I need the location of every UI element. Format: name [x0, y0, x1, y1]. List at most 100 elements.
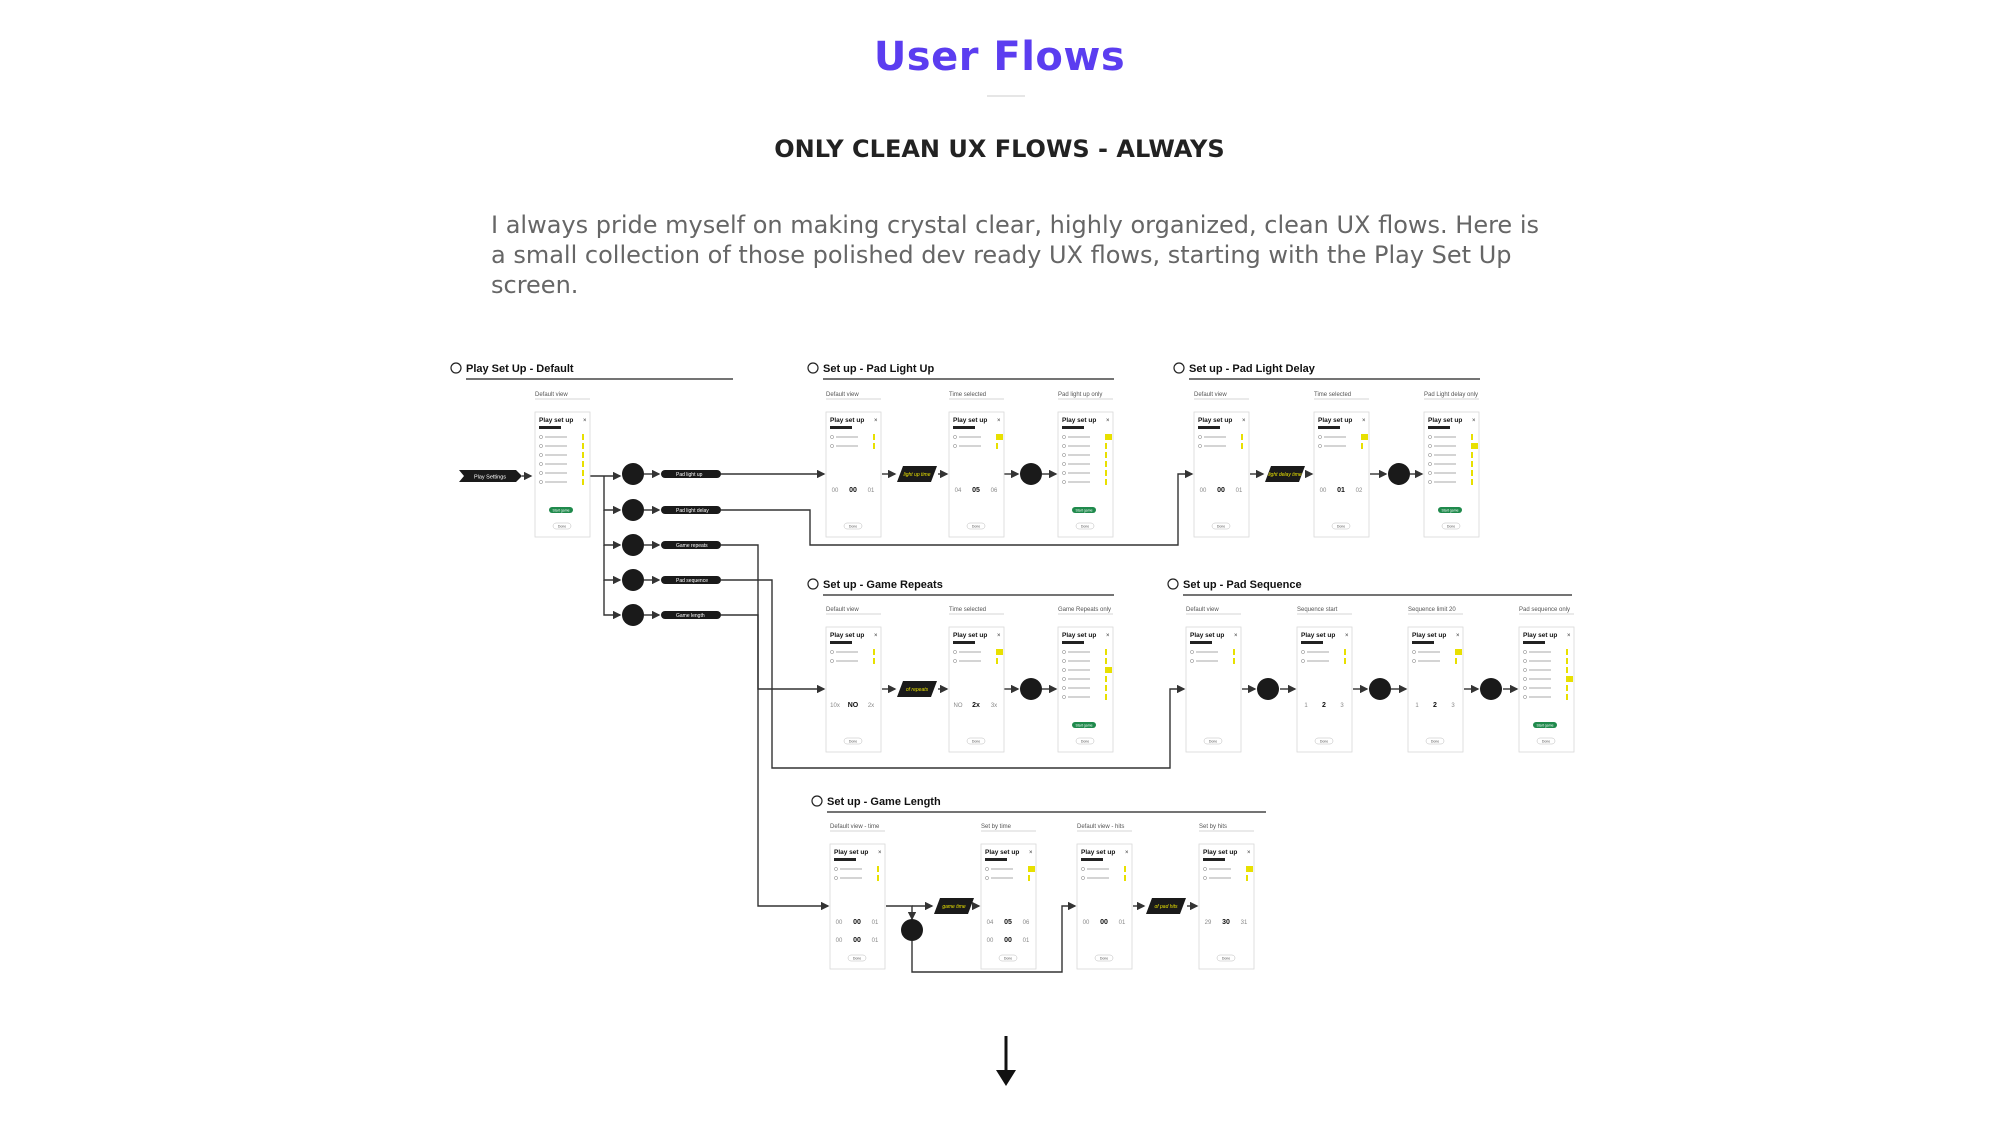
close-icon[interactable]: × — [1456, 633, 1460, 639]
option-pill[interactable] — [661, 576, 721, 584]
menu-option[interactable]: Pad sequence — [622, 569, 721, 591]
close-icon[interactable]: × — [1362, 418, 1366, 424]
done-button[interactable] — [1216, 954, 1236, 962]
tap-node[interactable] — [622, 604, 644, 626]
picker-value[interactable]: 00 — [1083, 920, 1090, 926]
done-button[interactable] — [1203, 737, 1223, 745]
close-icon[interactable]: × — [1234, 633, 1238, 639]
close-icon[interactable]: × — [1242, 418, 1246, 424]
picker-value[interactable]: NO — [848, 702, 859, 709]
start-game-button[interactable] — [1072, 507, 1096, 513]
done-button[interactable] — [552, 522, 572, 530]
close-icon[interactable]: × — [874, 633, 878, 639]
tap-node[interactable] — [622, 569, 644, 591]
option-pill[interactable] — [661, 470, 721, 478]
close-icon[interactable]: × — [583, 418, 587, 424]
close-icon[interactable]: × — [997, 418, 1001, 424]
picker-value[interactable]: 1 — [1415, 703, 1419, 709]
tap-node[interactable] — [622, 463, 644, 485]
picker-value[interactable]: 00 — [832, 488, 839, 494]
picker-value[interactable]: 00 — [1320, 488, 1327, 494]
picker-value[interactable]: 01 — [1236, 488, 1243, 494]
picker-value[interactable]: 01 — [1023, 938, 1030, 944]
picker-value[interactable]: 02 — [1356, 488, 1363, 494]
tap-node[interactable] — [1388, 463, 1410, 485]
menu-option[interactable]: Game length — [622, 604, 721, 626]
decision-node[interactable]: of repeats — [897, 681, 937, 697]
close-icon[interactable]: × — [1029, 850, 1033, 856]
picker-value[interactable]: 2x — [972, 702, 980, 709]
done-button[interactable] — [1536, 737, 1556, 745]
done-button[interactable] — [1094, 954, 1114, 962]
picker-value[interactable]: 04 — [955, 488, 962, 494]
tap-node[interactable] — [1369, 678, 1391, 700]
picker-value[interactable]: 3 — [1340, 703, 1344, 709]
tap-node[interactable] — [1257, 678, 1279, 700]
close-icon[interactable]: × — [1567, 633, 1571, 639]
picker-value[interactable]: 06 — [1023, 920, 1030, 926]
tap-node[interactable] — [622, 499, 644, 521]
menu-option[interactable]: Game repeats — [622, 534, 721, 556]
scroll-down-arrow-icon[interactable] — [996, 1036, 1016, 1086]
picker-value[interactable]: 2 — [1322, 702, 1326, 709]
picker-value[interactable]: 00 — [1100, 919, 1108, 926]
picker-value[interactable]: 01 — [868, 488, 875, 494]
picker-value[interactable]: 01 — [1337, 487, 1345, 494]
picker-value[interactable]: 01 — [872, 920, 879, 926]
tap-node[interactable] — [901, 919, 923, 941]
done-button[interactable] — [1075, 522, 1095, 530]
close-icon[interactable]: × — [1106, 633, 1110, 639]
option-pill[interactable] — [661, 611, 721, 619]
picker-value[interactable]: 3 — [1451, 703, 1455, 709]
picker-value[interactable]: 10x — [830, 703, 840, 709]
picker-value[interactable]: 00 — [1004, 937, 1012, 944]
picker-value[interactable]: 00 — [836, 920, 843, 926]
done-button[interactable] — [1314, 737, 1334, 745]
tap-node[interactable] — [1020, 463, 1042, 485]
start-game-button[interactable] — [1072, 722, 1096, 728]
done-button[interactable] — [843, 522, 863, 530]
decision-node[interactable]: light up time — [897, 466, 937, 482]
close-icon[interactable]: × — [1345, 633, 1349, 639]
done-button[interactable] — [966, 522, 986, 530]
option-pill[interactable] — [661, 506, 721, 514]
option-pill[interactable] — [661, 541, 721, 549]
picker-value[interactable]: 04 — [987, 920, 994, 926]
start-game-button[interactable] — [549, 507, 573, 513]
done-button[interactable] — [1441, 522, 1461, 530]
picker-value[interactable]: 2 — [1433, 702, 1437, 709]
start-game-button[interactable] — [1438, 507, 1462, 513]
picker-value[interactable]: 00 — [849, 487, 857, 494]
close-icon[interactable]: × — [1106, 418, 1110, 424]
close-icon[interactable]: × — [1247, 850, 1251, 856]
start-game-button[interactable] — [1533, 722, 1557, 728]
decision-node[interactable]: game time — [934, 898, 974, 914]
picker-value[interactable]: NO — [954, 703, 963, 709]
menu-option[interactable]: Pad light delay — [622, 499, 721, 521]
picker-value[interactable]: 00 — [1217, 487, 1225, 494]
done-button[interactable] — [966, 737, 986, 745]
picker-value[interactable]: 00 — [987, 938, 994, 944]
done-button[interactable] — [1425, 737, 1445, 745]
picker-value[interactable]: 29 — [1205, 920, 1212, 926]
tap-node[interactable] — [622, 534, 644, 556]
picker-value[interactable]: 00 — [836, 938, 843, 944]
close-icon[interactable]: × — [1472, 418, 1476, 424]
picker-value[interactable]: 01 — [872, 938, 879, 944]
picker-value[interactable]: 30 — [1222, 919, 1230, 926]
done-button[interactable] — [998, 954, 1018, 962]
